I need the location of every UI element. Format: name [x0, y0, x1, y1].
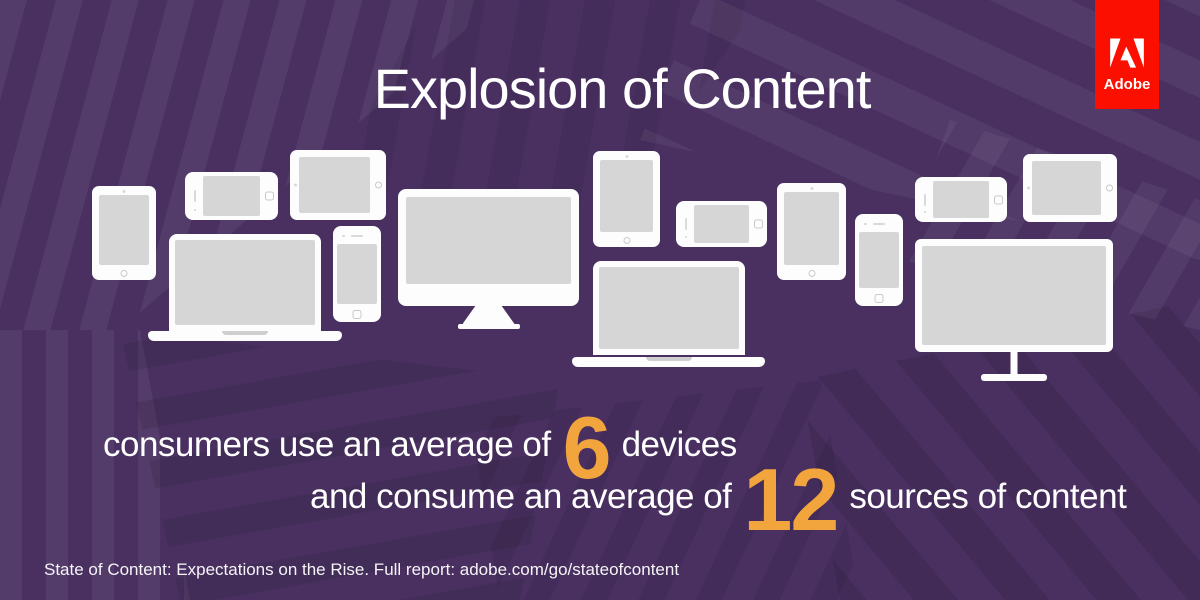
- laptop-base: [572, 357, 765, 367]
- tablet-portrait-illustration: [777, 183, 846, 280]
- device-frame: [777, 183, 846, 280]
- camera-dot-icon: [684, 235, 687, 238]
- device-frame: [333, 226, 381, 322]
- adobe-wordmark: Adobe: [1103, 76, 1151, 93]
- stat-value-devices: 6: [562, 398, 612, 498]
- page-title: Explosion of Content: [373, 57, 872, 120]
- home-button-icon: [808, 269, 815, 277]
- device-screen: [922, 246, 1106, 345]
- home-button-icon: [352, 309, 362, 319]
- device-frame: [1023, 154, 1117, 222]
- phone-landscape-illustration: [676, 201, 767, 247]
- device-frame: [185, 172, 278, 220]
- device-screen: [784, 192, 839, 265]
- device-frame: [290, 150, 386, 220]
- footer-source-text: State of Content: Expectations on the Ri…: [44, 560, 680, 579]
- laptop-lid: [592, 261, 745, 355]
- home-button-icon: [265, 191, 274, 201]
- home-button-icon: [375, 181, 382, 189]
- camera-dot-icon: [342, 234, 345, 237]
- device-frame: [593, 151, 660, 247]
- adobe-logo-badge: Adobe: [1095, 0, 1159, 109]
- speaker-icon: [194, 190, 196, 202]
- tablet-landscape-illustration: [290, 150, 386, 220]
- camera-dot-icon: [923, 210, 926, 213]
- device-screen: [600, 160, 653, 232]
- device-frame: [915, 239, 1113, 352]
- speaker-icon: [685, 218, 687, 230]
- camera-dot-icon: [810, 186, 813, 190]
- laptop-base: [148, 331, 342, 341]
- device-screen: [933, 181, 989, 218]
- phone-landscape-illustration: [915, 177, 1007, 222]
- speaker-icon: [873, 223, 885, 225]
- camera-dot-icon: [1026, 186, 1030, 190]
- stat-prefix-devices: consumers use an average of: [103, 425, 551, 464]
- stat-suffix-devices: devices: [621, 425, 738, 464]
- home-button-icon: [623, 236, 630, 244]
- home-button-icon: [120, 269, 128, 277]
- laptop-notch: [645, 357, 692, 361]
- monitor-foot: [457, 324, 520, 329]
- device-frame: [676, 201, 767, 247]
- device-frame: [915, 177, 1007, 222]
- phone-landscape-illustration: [185, 172, 278, 220]
- stat-line-devices: consumers use an average of 6 devices: [103, 398, 738, 498]
- phone-portrait-illustration: [333, 226, 381, 322]
- monitor-neck: [1010, 351, 1018, 374]
- laptop-illustration: [148, 234, 342, 341]
- laptop-notch: [222, 331, 268, 335]
- stat-prefix-sources: and consume an average of: [310, 477, 732, 516]
- device-screen: [99, 195, 149, 265]
- device-screen: [406, 197, 571, 284]
- camera-dot-icon: [625, 154, 628, 158]
- monitor-stand: [462, 305, 515, 324]
- imac-illustration: [398, 189, 579, 329]
- device-frame: [855, 214, 903, 306]
- home-button-icon: [874, 293, 884, 303]
- device-screen: [694, 205, 749, 243]
- stat-suffix-sources: sources of content: [849, 477, 1127, 516]
- device-screen: [859, 232, 899, 288]
- device-frame: [398, 189, 579, 306]
- camera-dot-icon: [293, 183, 297, 187]
- tablet-portrait-illustration: [92, 186, 156, 280]
- device-screen: [175, 240, 315, 325]
- home-button-icon: [1106, 184, 1113, 192]
- phone-portrait-illustration: [855, 214, 903, 306]
- home-button-icon: [994, 195, 1003, 204]
- monitor-foot: [981, 374, 1047, 381]
- tablet-landscape-illustration: [1023, 154, 1117, 222]
- stat-value-sources: 12: [743, 450, 839, 550]
- monitor-illustration: [915, 239, 1113, 381]
- speaker-icon: [924, 193, 926, 206]
- device-screen: [203, 176, 260, 216]
- tablet-portrait-illustration: [593, 151, 660, 247]
- camera-dot-icon: [864, 222, 867, 225]
- device-screen: [598, 267, 739, 349]
- device-screen: [337, 244, 377, 304]
- laptop-illustration: [572, 261, 765, 367]
- device-screen: [1032, 161, 1101, 215]
- stat-line-sources: and consume an average of 12 sources of …: [310, 450, 1127, 550]
- laptop-lid: [169, 234, 321, 331]
- speaker-icon: [351, 235, 363, 237]
- camera-dot-icon: [193, 208, 196, 211]
- camera-dot-icon: [122, 189, 126, 193]
- device-frame: [92, 186, 156, 280]
- home-button-icon: [754, 219, 763, 229]
- device-screen: [299, 157, 370, 213]
- adobe-a-icon: [1110, 38, 1144, 68]
